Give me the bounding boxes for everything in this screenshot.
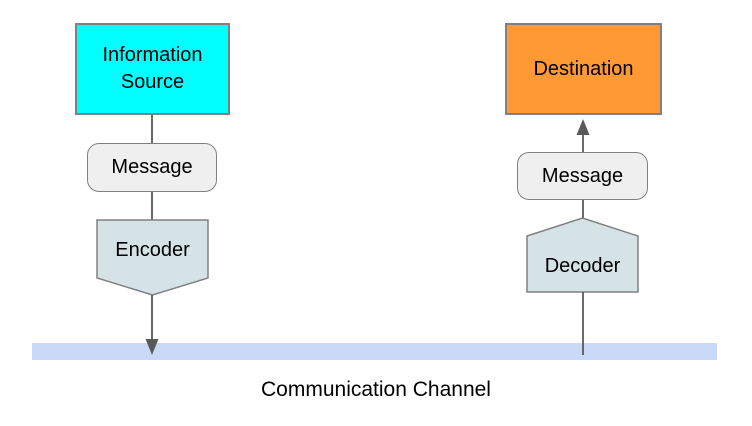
- decoder-pentagon-shape: [526, 217, 639, 293]
- communication-channel-label: Communication Channel: [261, 378, 491, 401]
- information-source-node: Information Source: [75, 23, 230, 115]
- encoder-pentagon-shape: [96, 219, 209, 296]
- message-left-label: Message: [111, 156, 193, 178]
- encoder-label: Encoder: [115, 238, 190, 261]
- arrowhead-down-icon: [145, 339, 159, 355]
- message-right-node: Message: [517, 152, 648, 200]
- destination-node: Destination: [505, 23, 662, 115]
- message-right-label: Message: [541, 164, 624, 187]
- message-left-node: Message: [87, 143, 217, 192]
- encoder-node: Encoder: [97, 222, 208, 278]
- decoder-label: Decoder: [544, 254, 621, 277]
- information-source-label: Information Source: [102, 44, 203, 93]
- destination-label: Destination: [533, 57, 634, 80]
- arrowhead-up-icon: [576, 119, 590, 135]
- decoder-node: Decoder: [527, 240, 638, 292]
- communication-channel-bar: [32, 343, 717, 360]
